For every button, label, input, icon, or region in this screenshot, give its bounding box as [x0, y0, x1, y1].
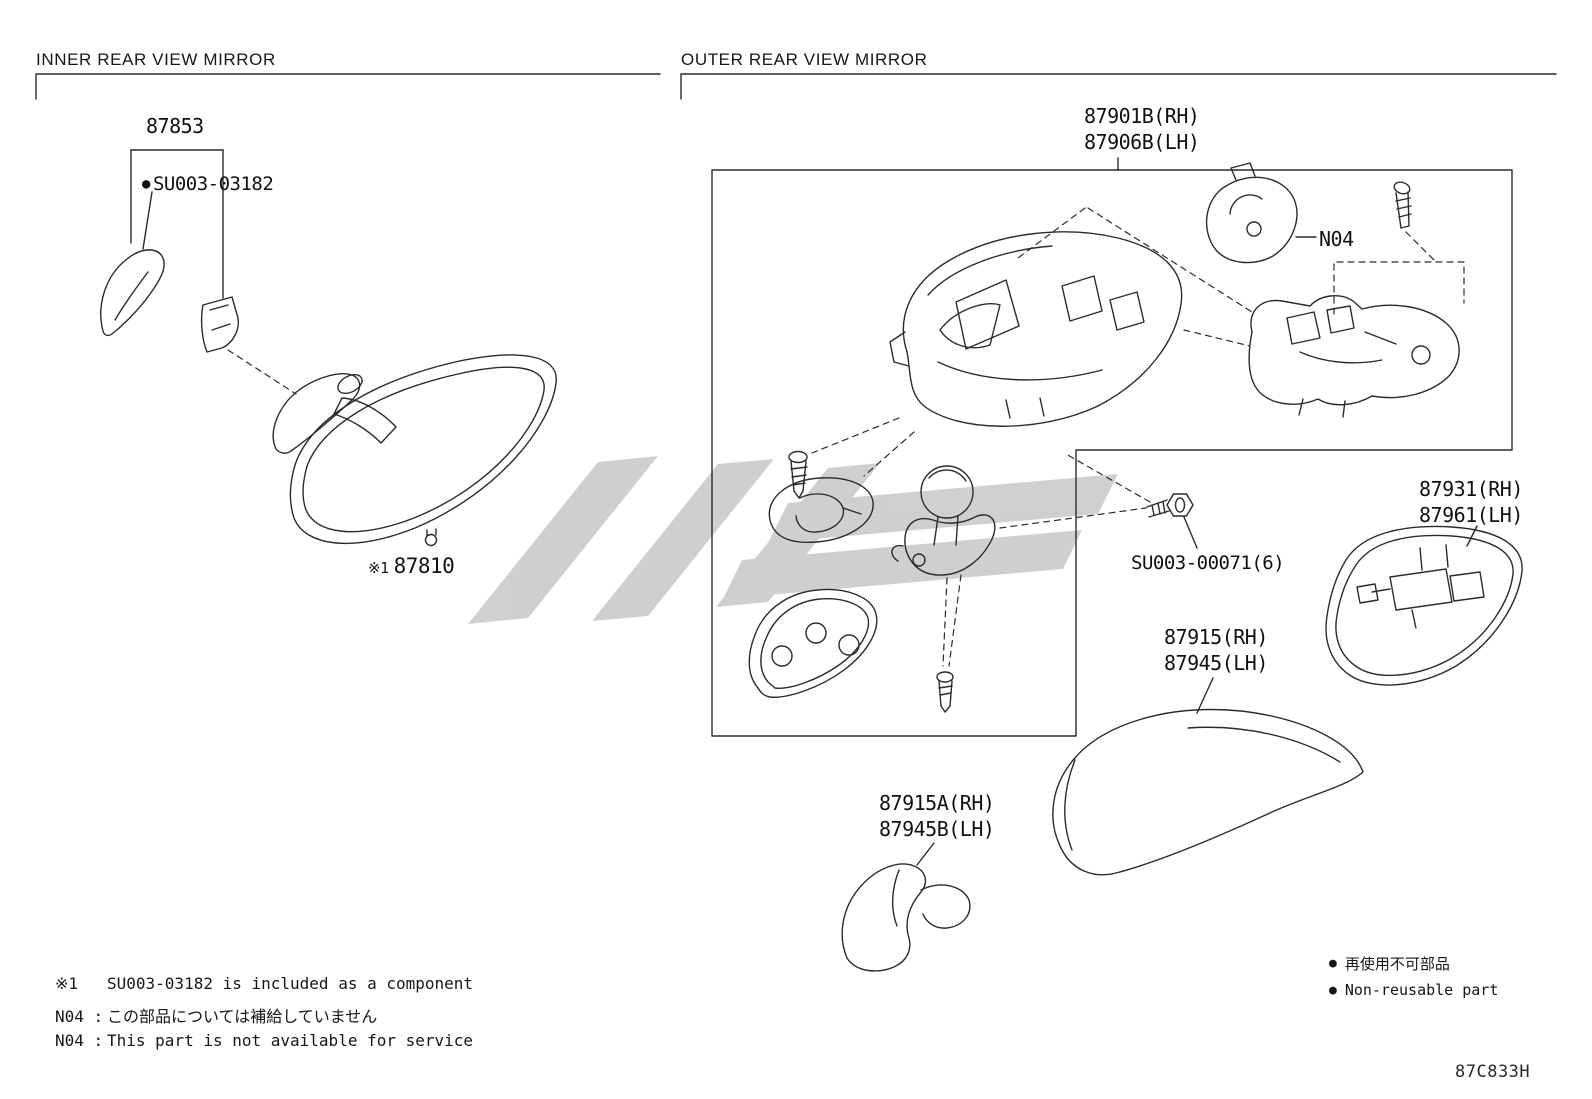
footnote-prefix: N04 :: [55, 1031, 104, 1050]
hex-bolt-icon: [1146, 493, 1194, 518]
part-label-87931: 87931(RH) 87961(LH): [1419, 476, 1523, 528]
drawing-code: 87C833H: [1455, 1062, 1531, 1082]
screw-top-icon: [1393, 181, 1412, 229]
inner-mirror-diagram: [100, 149, 557, 547]
mirror-glass-drawing: [1325, 525, 1523, 686]
corner-cover-drawing: [841, 863, 971, 972]
footnote-n04-en: N04 :This part is not available for serv…: [55, 1031, 473, 1050]
outer-assembly-box: [711, 169, 1513, 737]
part-label-87901: 87901B(RH) 87906B(LH): [1084, 103, 1200, 155]
part-label-su003-03182: ● SU003-03182: [142, 171, 274, 197]
part-label-87915a: 87915A(RH) 87945B(LH): [879, 790, 995, 842]
part-number-rh: 87931(RH): [1419, 477, 1523, 501]
watermark-logo: [468, 456, 1118, 624]
non-reusable-dot-icon: ●: [1329, 956, 1337, 971]
bracket-base-drawing: [1248, 295, 1460, 418]
part-number-rh: 87915A(RH): [879, 791, 995, 815]
part-number-rh: 87915(RH): [1164, 625, 1268, 649]
legend-text: 再使用不可部品: [1344, 955, 1450, 973]
part-number-lh: 87945(LH): [1164, 651, 1268, 675]
part-number-lh: 87961(LH): [1419, 503, 1523, 527]
gasket-plate-drawing: [748, 588, 878, 698]
footnote-text: この部品については補給していません: [107, 1007, 378, 1026]
ref-mark: ※1: [368, 559, 389, 577]
screw-bottom-icon: [936, 671, 954, 713]
inner-section-title: INNER REAR VIEW MIRROR: [36, 50, 276, 69]
footnote-prefix: N04 :: [55, 1007, 104, 1026]
part-number-lh: 87906B(LH): [1084, 130, 1200, 154]
footnote-text: SU003-03182 is included as a component: [107, 974, 474, 993]
outer-section-title: OUTER REAR VIEW MIRROR: [681, 50, 928, 69]
part-label-su003-00071: SU003-00071(6): [1131, 552, 1285, 574]
section-bracket-lines: [35, 73, 1557, 100]
legend-text: Non-reusable part: [1344, 981, 1499, 999]
footnote-component: ※1 SU003-03182 is included as a component: [55, 974, 473, 993]
part-label-87915: 87915(RH) 87945(LH): [1164, 624, 1268, 676]
part-label-87853: 87853: [146, 114, 204, 138]
cover-ring-drawing: [768, 477, 874, 544]
leader-lines: [916, 157, 1478, 866]
part-number: 87810: [393, 554, 455, 578]
mirror-housing-drawing: [889, 231, 1183, 427]
part-number-lh: 87945B(LH): [879, 817, 995, 841]
legend-non-reusable-en: ● Non-reusable part: [1329, 981, 1498, 999]
footnote-n04-jp: N04 :この部品については補給していません: [55, 1003, 377, 1027]
non-reusable-dot-icon: ●: [142, 176, 150, 192]
mirror-cap-drawing: [1052, 708, 1364, 876]
legend-non-reusable-jp: ● 再使用不可部品: [1329, 953, 1450, 974]
screw-left-icon: [788, 450, 808, 499]
dashed-lines: [811, 207, 1465, 667]
swivel-base-drawing: [891, 465, 996, 576]
footnote-prefix: ※1: [55, 974, 79, 993]
actuator-drawing: [1205, 162, 1298, 264]
part-label-n04: N04: [1319, 227, 1354, 251]
part-number: SU003-03182: [152, 173, 274, 195]
part-number-rh: 87901B(RH): [1084, 104, 1200, 128]
footnote-text: This part is not available for service: [107, 1031, 474, 1050]
non-reusable-dot-icon: ●: [1329, 982, 1337, 998]
